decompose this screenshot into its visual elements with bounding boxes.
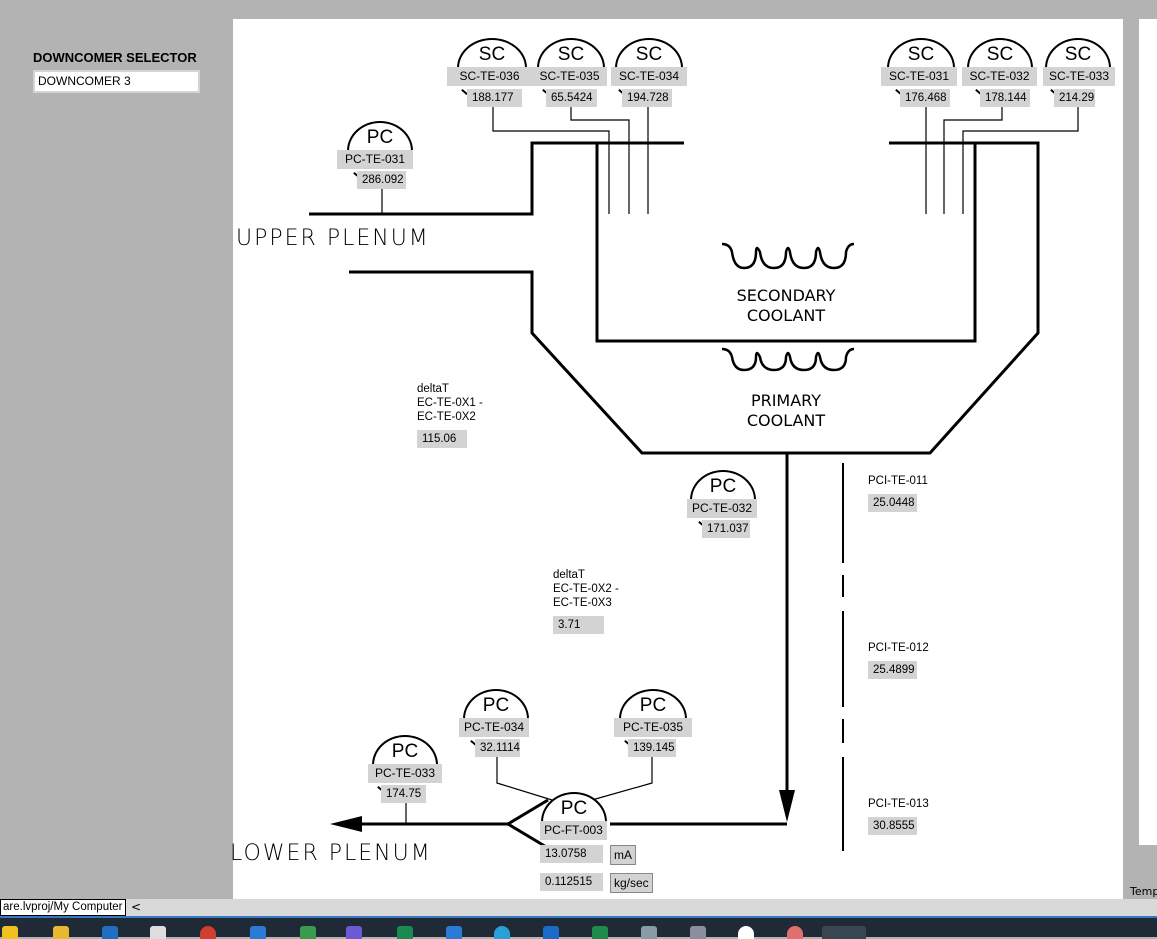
tag-label: SC-TE-031 xyxy=(881,67,957,86)
downcomer-selector-input[interactable]: DOWNCOMER 3 xyxy=(33,70,200,93)
value-indicator: 178.144 xyxy=(980,89,1031,107)
app-icon[interactable] xyxy=(150,926,166,939)
downflow-arrowhead xyxy=(779,790,795,822)
chrome-icon[interactable] xyxy=(200,926,216,939)
delta-t-1-value: 115.06 xyxy=(417,430,468,448)
app-icon[interactable] xyxy=(300,926,316,939)
tag-label: SC-TE-032 xyxy=(962,67,1037,86)
lower-plenum-arrowhead xyxy=(330,816,362,832)
outlook-icon[interactable] xyxy=(543,926,559,939)
app-icon[interactable] xyxy=(738,926,754,939)
tag-label: PC-TE-035 xyxy=(614,718,692,737)
value-indicator: 286.092 xyxy=(357,171,407,189)
secondary-box xyxy=(595,143,977,343)
tag-label: PC-TE-034 xyxy=(459,718,529,737)
value-indicator: 139.145 xyxy=(628,739,677,757)
edge-icon[interactable] xyxy=(494,926,510,939)
app-icon[interactable] xyxy=(787,926,803,939)
teams-icon[interactable] xyxy=(822,926,866,939)
project-path[interactable]: are.lvproj/My Computer xyxy=(0,899,126,916)
app-icon[interactable] xyxy=(397,926,413,939)
value-indicator: 65.5424 xyxy=(546,89,598,107)
delta-t-2-value: 3.71 xyxy=(553,616,605,634)
right-partial-label: Temp xyxy=(1130,885,1157,898)
tag-label: SC-TE-034 xyxy=(611,67,687,86)
app-icon[interactable] xyxy=(346,926,362,939)
taskbar xyxy=(0,916,1157,939)
downcomer-selector-label: DOWNCOMER SELECTOR xyxy=(33,50,197,65)
tag-label: PC-FT-003 xyxy=(540,821,607,840)
lower-plenum-label: LOWER PLENUM xyxy=(230,841,432,866)
app-icon[interactable] xyxy=(2,926,18,939)
excel-icon[interactable] xyxy=(592,926,608,939)
signal-wires xyxy=(381,107,1079,824)
tag-label: SC-TE-033 xyxy=(1043,67,1115,86)
value-indicator: 171.037 xyxy=(702,520,751,538)
flow-value-indicator: 0.112515 xyxy=(540,873,604,891)
upper-plenum-label: UPPER PLENUM xyxy=(236,226,430,251)
file-explorer-icon[interactable] xyxy=(53,926,69,939)
tag-label: PC-TE-032 xyxy=(687,499,757,518)
value-indicator: 214.29 xyxy=(1054,89,1096,107)
value-indicator: 194.728 xyxy=(622,89,673,107)
primary-coil-icon xyxy=(721,347,855,372)
flow-unit-label: kg/sec xyxy=(610,873,653,893)
right-panel-edge xyxy=(1139,19,1157,845)
tag-label: SC-TE-036 xyxy=(447,67,532,86)
value-indicator: 32.1114 xyxy=(475,739,521,757)
status-bar xyxy=(0,899,1157,916)
upper-plenum-pipe xyxy=(309,141,684,216)
app-icon[interactable] xyxy=(250,926,266,939)
calculator-icon[interactable] xyxy=(641,926,657,939)
value-indicator: 174.75 xyxy=(381,785,427,803)
value-indicator: 176.468 xyxy=(900,89,951,107)
current-unit-label: mA xyxy=(610,845,636,865)
secondary-coil-icon xyxy=(721,242,855,270)
scroll-left-button[interactable]: < xyxy=(131,900,142,914)
tag-label: PC-TE-031 xyxy=(337,150,413,169)
pipes xyxy=(309,141,1040,850)
app-icon[interactable] xyxy=(690,926,706,939)
tag-label: SC-TE-035 xyxy=(532,67,607,86)
tag-label: PC-TE-033 xyxy=(368,764,442,783)
chevron xyxy=(505,798,549,850)
app-icon[interactable] xyxy=(102,926,118,939)
value-indicator: 188.177 xyxy=(467,89,523,107)
current-value-indicator: 13.0758 xyxy=(540,845,604,863)
vscode-icon[interactable] xyxy=(446,926,462,939)
